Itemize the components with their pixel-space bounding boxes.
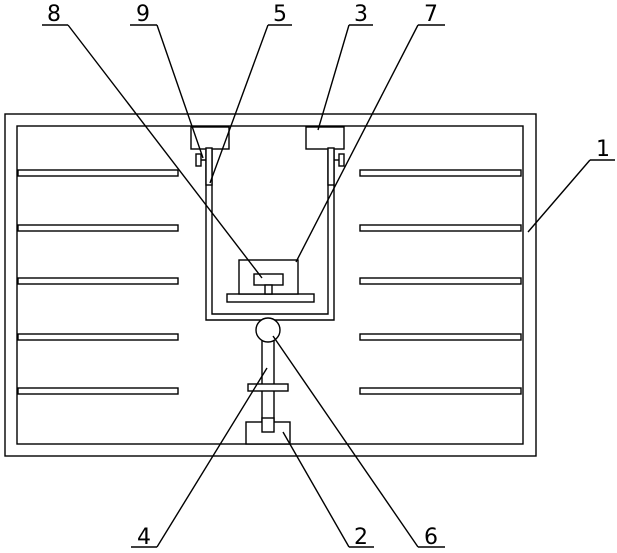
label-3: 3 xyxy=(354,2,368,27)
label-1: 1 xyxy=(596,137,610,162)
motor-inner-part xyxy=(254,274,283,285)
left-knob-head xyxy=(196,154,201,166)
left-shelf-1 xyxy=(18,170,178,176)
left-shelf-3 xyxy=(18,278,178,284)
right-shelf-4 xyxy=(360,334,521,340)
top-block-right xyxy=(306,127,344,149)
leader-1 xyxy=(528,160,590,232)
label-5: 5 xyxy=(273,2,287,27)
platform-plate xyxy=(227,294,314,302)
leader-2 xyxy=(283,432,349,547)
label-8: 8 xyxy=(47,2,61,27)
label-9: 9 xyxy=(136,2,150,27)
leader-4 xyxy=(157,368,267,547)
label-7: 7 xyxy=(424,2,438,27)
left-shelves xyxy=(18,170,178,394)
right-shelf-5 xyxy=(360,388,521,394)
label-2: 2 xyxy=(354,525,368,550)
label-6: 6 xyxy=(424,525,438,550)
right-shelf-2 xyxy=(360,225,521,231)
left-shelf-5 xyxy=(18,388,178,394)
left-shelf-2 xyxy=(18,225,178,231)
motor-shaft xyxy=(265,285,272,294)
leader-5 xyxy=(210,25,268,183)
left-shelf-4 xyxy=(18,334,178,340)
leader-8 xyxy=(68,25,262,278)
right-guide-rod xyxy=(328,148,334,185)
ball-joint xyxy=(256,318,280,342)
right-shelf-3 xyxy=(360,278,521,284)
leader-9 xyxy=(157,25,203,158)
right-shelf-1 xyxy=(360,170,521,176)
right-knob-head xyxy=(339,154,344,166)
label-4: 4 xyxy=(137,525,151,550)
leader-6 xyxy=(273,336,418,547)
shaft-foot xyxy=(262,418,274,432)
right-shelves xyxy=(360,170,521,394)
